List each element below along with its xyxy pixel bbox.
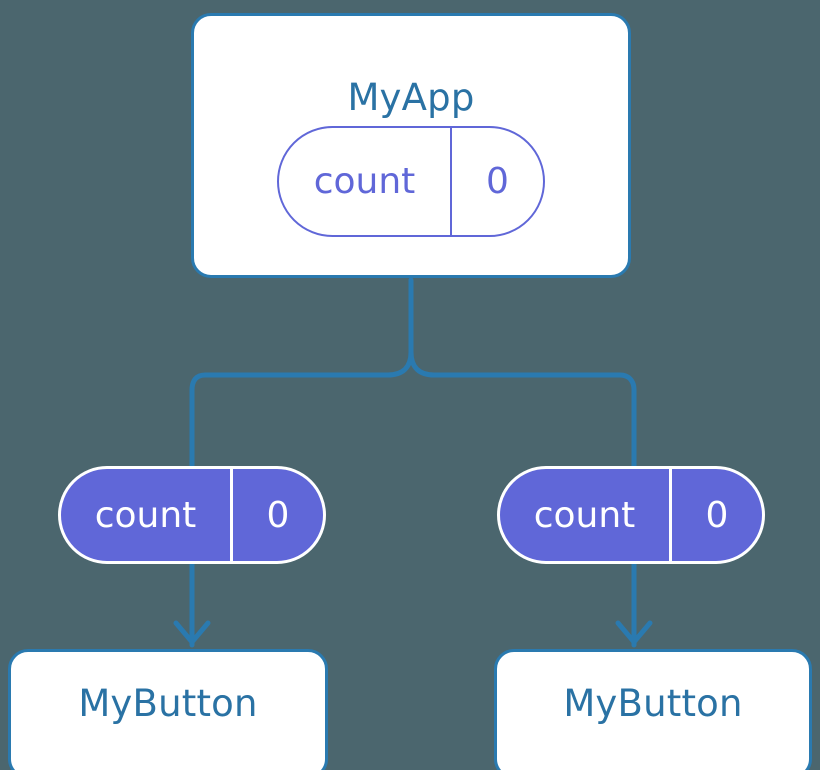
component-box-mybutton-left[interactable]: MyButton xyxy=(8,649,328,770)
connector-trunk-left xyxy=(189,277,414,469)
prop-pill-value: 0 xyxy=(266,494,290,536)
prop-pill-right-count[interactable]: count 0 xyxy=(497,466,765,564)
component-label-mybutton: MyButton xyxy=(78,682,258,725)
connector-arrow-left-head xyxy=(173,620,211,645)
connector-arrow-right-head xyxy=(615,620,653,645)
state-pill-value: 0 xyxy=(486,161,509,202)
prop-pill-value: 0 xyxy=(705,494,729,536)
component-label-myapp: MyApp xyxy=(347,76,475,119)
state-pill-key: count xyxy=(279,128,452,235)
component-box-mybutton-right[interactable]: MyButton xyxy=(494,649,812,770)
prop-pill-key: count xyxy=(500,469,672,561)
connector-trunk-right xyxy=(408,349,637,469)
prop-pill-key: count xyxy=(61,469,233,561)
component-label-mybutton: MyButton xyxy=(563,682,743,725)
state-pill-myapp-count[interactable]: count 0 xyxy=(277,126,545,237)
prop-pill-left-count[interactable]: count 0 xyxy=(58,466,326,564)
